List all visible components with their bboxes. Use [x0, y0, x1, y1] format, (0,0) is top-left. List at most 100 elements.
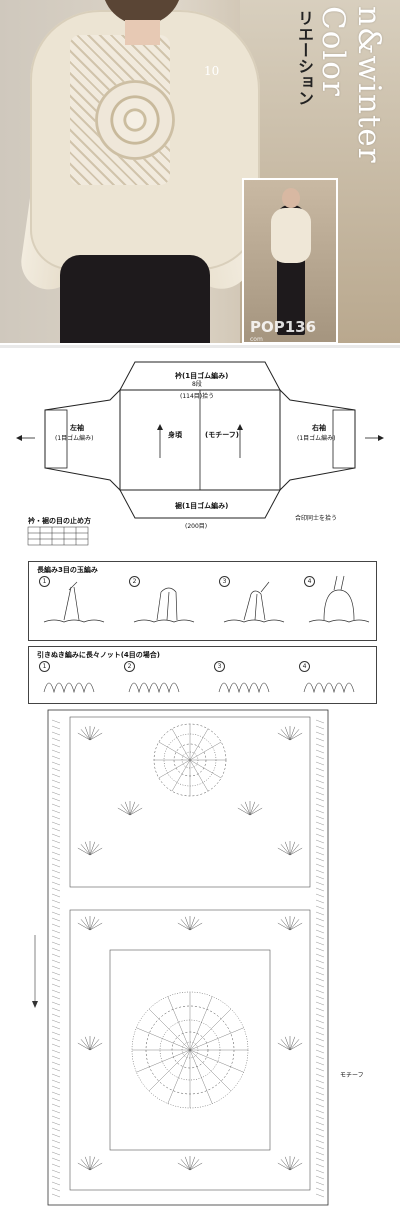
stitch-fan-line — [289, 732, 303, 741]
watermark-text: POP136 — [250, 318, 317, 336]
edge-stitch — [51, 899, 61, 904]
edge-stitch — [315, 851, 325, 856]
stitch-fans — [51, 719, 325, 1198]
stitch-fan-line — [180, 1159, 191, 1171]
edge-stitch — [51, 1169, 61, 1174]
edge-stitch — [315, 1145, 325, 1150]
stitch-fan-line — [124, 801, 131, 816]
edge-stitch — [51, 917, 61, 922]
edge-stitch — [315, 1169, 325, 1174]
edge-stitch — [51, 995, 61, 1000]
stitch-fan-line — [240, 804, 251, 816]
edge-stitch — [315, 869, 325, 874]
stitch-fan-line — [80, 1159, 91, 1171]
stitch-fan-line — [77, 922, 91, 931]
edge-stitch — [315, 803, 325, 808]
stitch-fan-line — [184, 1156, 191, 1171]
edge-stitch — [315, 911, 325, 916]
step-a3-chain — [223, 619, 285, 623]
edge-stitch — [315, 1175, 325, 1180]
edge-stitch — [315, 1139, 325, 1144]
edge-stitch — [51, 1043, 61, 1048]
edge-stitch — [51, 797, 61, 802]
stitch-fan-line — [277, 922, 291, 931]
width-bottom: (200目) — [185, 523, 207, 530]
edge-stitch — [51, 809, 61, 814]
edge-stitch — [51, 1067, 61, 1072]
edge-stitch — [51, 905, 61, 910]
stitch-fan-line — [249, 807, 263, 816]
edge-stitch — [315, 905, 325, 910]
schematic-svg: 衿(1目ゴム編み) 8段 (114目)拾う 裾(1目ゴム編み) (200目) 身… — [16, 361, 384, 546]
stitch-fan-line — [89, 1039, 100, 1051]
right-sleeve-rib: (1目ゴム編み) — [297, 434, 336, 442]
stitch-fan-line — [84, 841, 91, 856]
stitch-fan-line — [289, 919, 300, 931]
edge-stitch — [315, 941, 325, 946]
edge-stitch — [315, 989, 325, 994]
stitch-fan-line — [289, 847, 303, 856]
stitch-fan-line — [89, 726, 96, 741]
edge-stitch — [51, 749, 61, 754]
stitch-fan-line — [89, 729, 100, 741]
stitch-fan-line — [129, 801, 136, 816]
medallion-spoke — [189, 728, 209, 761]
edge-stitch — [315, 1151, 325, 1156]
stitch-fan-line — [280, 729, 291, 741]
stitch-fan-line — [89, 919, 100, 931]
edge-stitch — [315, 797, 325, 802]
arrowhead-left — [16, 435, 22, 441]
edge-stitch — [51, 1157, 61, 1162]
edge-stitch — [315, 785, 325, 790]
section-b-title: 引きぬき編みに長々ノット(4目の場合) — [37, 651, 160, 659]
edge-stitch — [315, 1061, 325, 1066]
edge-stitch — [51, 887, 61, 892]
edge-stitch — [315, 917, 325, 922]
stitch-fan-line — [289, 1162, 303, 1171]
step-b1-shells — [43, 682, 95, 694]
shrug-medallion — [95, 80, 175, 160]
edge-stitch — [315, 887, 325, 892]
edge-stitch — [51, 785, 61, 790]
stitch-fan-line — [80, 1039, 91, 1051]
edge-stitch — [315, 815, 325, 820]
width-top: (114目)拾う — [180, 392, 214, 400]
stitch-fan-line — [277, 732, 291, 741]
step-b3-number: 3 — [214, 661, 225, 672]
edge-stitch — [315, 971, 325, 976]
stitch-fan-line — [80, 729, 91, 741]
edge-stitch — [315, 839, 325, 844]
edge-stitch — [51, 1115, 61, 1120]
collar-label: 衿(1目ゴム編み) — [175, 371, 228, 380]
medallion-spoke — [189, 759, 209, 792]
edge-stitch — [51, 821, 61, 826]
edge-stitch — [315, 1067, 325, 1072]
edge-stitch — [51, 869, 61, 874]
edge-stitch — [315, 1181, 325, 1186]
stitch-fan-line — [84, 726, 91, 741]
inset-shrug — [271, 208, 311, 263]
stitch-fan-line — [89, 916, 96, 931]
edge-stitch — [51, 959, 61, 964]
medallion-spoke — [158, 741, 191, 761]
stitch-fan-line — [89, 732, 103, 741]
step-a3-number: 3 — [219, 576, 230, 587]
step-b2-shells — [128, 682, 180, 694]
edge-stitch — [51, 977, 61, 982]
right-sleeve-label: 右袖 — [311, 423, 326, 432]
stitch-fan-line — [129, 804, 140, 816]
medallion-spoke — [189, 996, 213, 1051]
edge-stitch — [315, 1163, 325, 1168]
edge-stitch — [51, 1127, 61, 1132]
edge-stitch — [315, 737, 325, 742]
edge-stitch — [51, 1097, 61, 1102]
edge-stitch — [315, 773, 325, 778]
edge-stitch — [315, 821, 325, 826]
edge-stitch — [315, 749, 325, 754]
edge-stitch — [315, 809, 325, 814]
inset-head — [282, 188, 300, 208]
medallion-spoke — [136, 1049, 191, 1073]
step-b4-shells — [303, 682, 355, 694]
